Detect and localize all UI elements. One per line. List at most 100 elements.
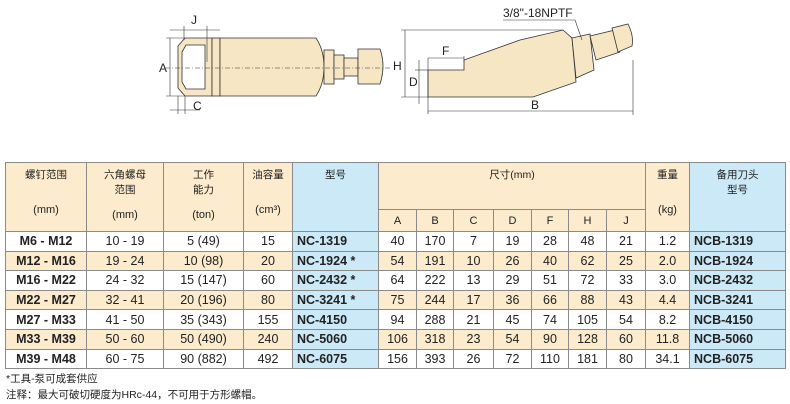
header-weight: 重量(kg) xyxy=(645,162,691,232)
cell-dim-j: 25 xyxy=(605,250,647,272)
dim-label-h: H xyxy=(393,59,402,73)
header-dim-b: B xyxy=(416,209,454,232)
footnote-hardness: 注释：最大可破切硬度为HRc-44，不可用于方形螺帽。 xyxy=(6,389,263,401)
cell-dim-c: 23 xyxy=(453,328,494,350)
cell-spare-blade: NCB-3241 xyxy=(689,289,787,311)
cell-dim-h: 62 xyxy=(568,250,607,272)
cell-spare-blade: NCB-2432 xyxy=(689,270,787,291)
cell-dim-j: 33 xyxy=(605,270,647,291)
cell-dim-a: 156 xyxy=(378,348,417,370)
footnote-kit: *工具-泵可成套供应 xyxy=(6,373,98,385)
cell-weight: 1.2 xyxy=(645,231,691,252)
port-thread-label: 3/8"-18NPTF xyxy=(503,6,573,20)
cell-dim-a: 54 xyxy=(378,250,417,272)
header-nut-range: 六角螺母范围(mm) xyxy=(86,162,164,232)
cell-dim-b: 288 xyxy=(416,309,454,330)
cell-nut-range: 19 - 24 xyxy=(86,250,164,272)
cell-oil-volume: 240 xyxy=(243,328,293,350)
cell-nut-range: 41 - 50 xyxy=(86,309,164,330)
cell-dim-h: 105 xyxy=(568,309,607,330)
cell-dim-d: 19 xyxy=(493,231,532,252)
cell-oil-volume: 15 xyxy=(243,231,293,252)
cell-model: NC-6075 xyxy=(292,348,379,370)
header-spare-blade: 备用刀头型号 xyxy=(689,162,787,232)
cell-capacity: 50 (490) xyxy=(163,328,244,350)
cell-oil-volume: 492 xyxy=(243,348,293,370)
collar xyxy=(211,37,221,97)
cell-dim-a: 64 xyxy=(378,270,417,291)
header-model: 型号 xyxy=(292,162,379,232)
cell-nut-range: 32 - 41 xyxy=(86,289,164,311)
cell-dim-j: 60 xyxy=(605,328,647,350)
cell-bolt-range: M16 - M22 xyxy=(5,270,87,291)
cell-oil-volume: 60 xyxy=(243,270,293,291)
header-dim-h: H xyxy=(568,209,607,232)
cell-dim-c: 17 xyxy=(453,289,494,311)
cell-dim-d: 54 xyxy=(493,328,532,350)
cell-model: NC-3241 * xyxy=(292,289,379,311)
cell-oil-volume: 80 xyxy=(243,289,293,311)
cell-bolt-range: M39 - M48 xyxy=(5,348,87,370)
cell-model: NC-4150 xyxy=(292,309,379,330)
side-coupler xyxy=(611,23,633,53)
cell-dim-c: 10 xyxy=(453,250,494,272)
cell-dim-h: 181 xyxy=(568,348,607,370)
cell-dim-a: 106 xyxy=(378,328,417,350)
coupler xyxy=(357,48,384,85)
cell-dim-d: 26 xyxy=(493,250,532,272)
cell-spare-blade: NCB-6075 xyxy=(689,348,787,370)
dim-label-b: B xyxy=(531,98,539,112)
cell-dim-b: 244 xyxy=(416,289,454,311)
cell-capacity: 90 (882) xyxy=(163,348,244,370)
cell-oil-volume: 20 xyxy=(243,250,293,272)
cell-dim-b: 191 xyxy=(416,250,454,272)
cell-bolt-range: M6 - M12 xyxy=(5,231,87,252)
cell-capacity: 10 (98) xyxy=(163,250,244,272)
dim-label-c: C xyxy=(193,99,202,113)
cell-dim-a: 40 xyxy=(378,231,417,252)
cell-bolt-range: M33 - M39 xyxy=(5,328,87,350)
cell-dim-j: 21 xyxy=(605,231,647,252)
dim-label-j: J xyxy=(191,13,197,27)
cell-capacity: 15 (147) xyxy=(163,270,244,291)
cell-dim-c: 7 xyxy=(453,231,494,252)
cell-dim-h: 72 xyxy=(568,270,607,291)
cell-capacity: 20 (196) xyxy=(163,289,244,311)
cell-dim-d: 36 xyxy=(493,289,532,311)
header-bolt-range: 螺钉范围(mm) xyxy=(5,162,87,232)
cell-oil-volume: 155 xyxy=(243,309,293,330)
cell-nut-range: 10 - 19 xyxy=(86,231,164,252)
cell-spare-blade: NCB-5060 xyxy=(689,328,787,350)
cell-capacity: 35 (343) xyxy=(163,309,244,330)
header-oil: 油容量(cm³) xyxy=(243,162,293,232)
cell-dim-b: 393 xyxy=(416,348,454,370)
cell-dim-a: 94 xyxy=(378,309,417,330)
splitter-side-body xyxy=(427,29,577,98)
cell-dim-c: 21 xyxy=(453,309,494,330)
cell-dim-h: 128 xyxy=(568,328,607,350)
cell-dim-f: 28 xyxy=(531,231,569,252)
cell-dim-b: 222 xyxy=(416,270,454,291)
cell-weight: 34.1 xyxy=(645,348,691,370)
nut-splitter-drawing: J A C F H D B 3/8"-18NPTF xyxy=(159,6,634,115)
header-dimensions: 尺寸(mm) xyxy=(377,162,647,210)
cell-dim-d: 29 xyxy=(493,270,532,291)
cell-dim-h: 88 xyxy=(568,289,607,311)
cell-weight: 8.2 xyxy=(645,309,691,330)
header-dim-c: C xyxy=(453,209,494,232)
cell-dim-c: 26 xyxy=(453,348,494,370)
spec-table: 螺钉范围(mm) 六角螺母范围(mm) 工作能力(ton) 油容量(cm³) 型… xyxy=(5,162,787,370)
cell-model: NC-5060 xyxy=(292,328,379,350)
header-dim-d: D xyxy=(493,209,532,232)
cell-dim-a: 75 xyxy=(378,289,417,311)
cell-dim-f: 66 xyxy=(531,289,569,311)
footnotes: *工具-泵可成套供应 注释：最大可破切硬度为HRc-44，不可用于方形螺帽。 xyxy=(6,371,262,403)
cell-dim-d: 45 xyxy=(493,309,532,330)
cell-spare-blade: NCB-1924 xyxy=(689,250,787,272)
